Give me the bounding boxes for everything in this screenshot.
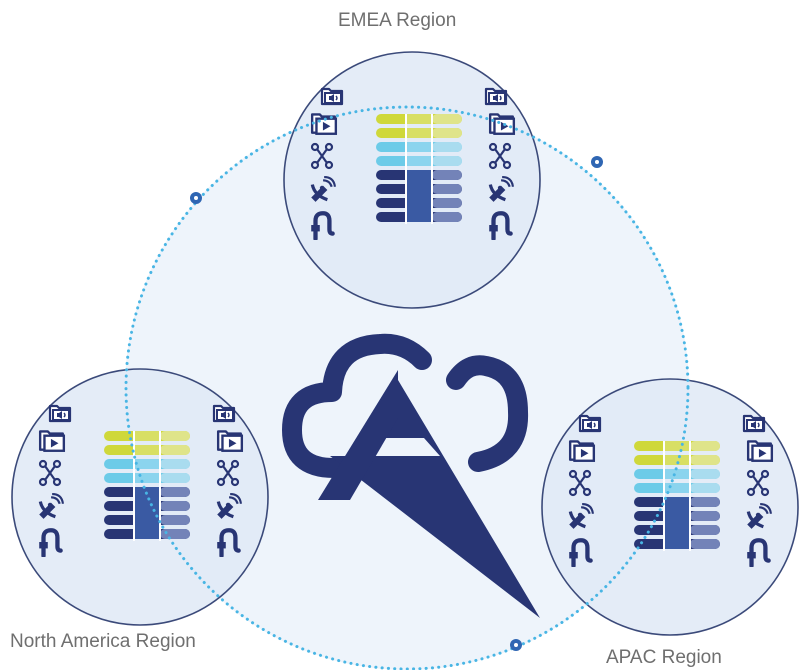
region-node-emea [284, 52, 540, 308]
region-node-north-america [12, 369, 268, 625]
ring-node-1 [190, 192, 202, 204]
ring-node-3 [510, 639, 522, 651]
region-node-apac [542, 379, 798, 635]
dotted-ring [124, 105, 690, 670]
cloud-logo-icon [282, 333, 540, 618]
region-label-emea: EMEA Region [338, 10, 457, 31]
region-label-apac: APAC Region [606, 647, 722, 668]
region-label-north-america: North America Region [10, 631, 196, 652]
ring-node-2 [591, 156, 603, 168]
